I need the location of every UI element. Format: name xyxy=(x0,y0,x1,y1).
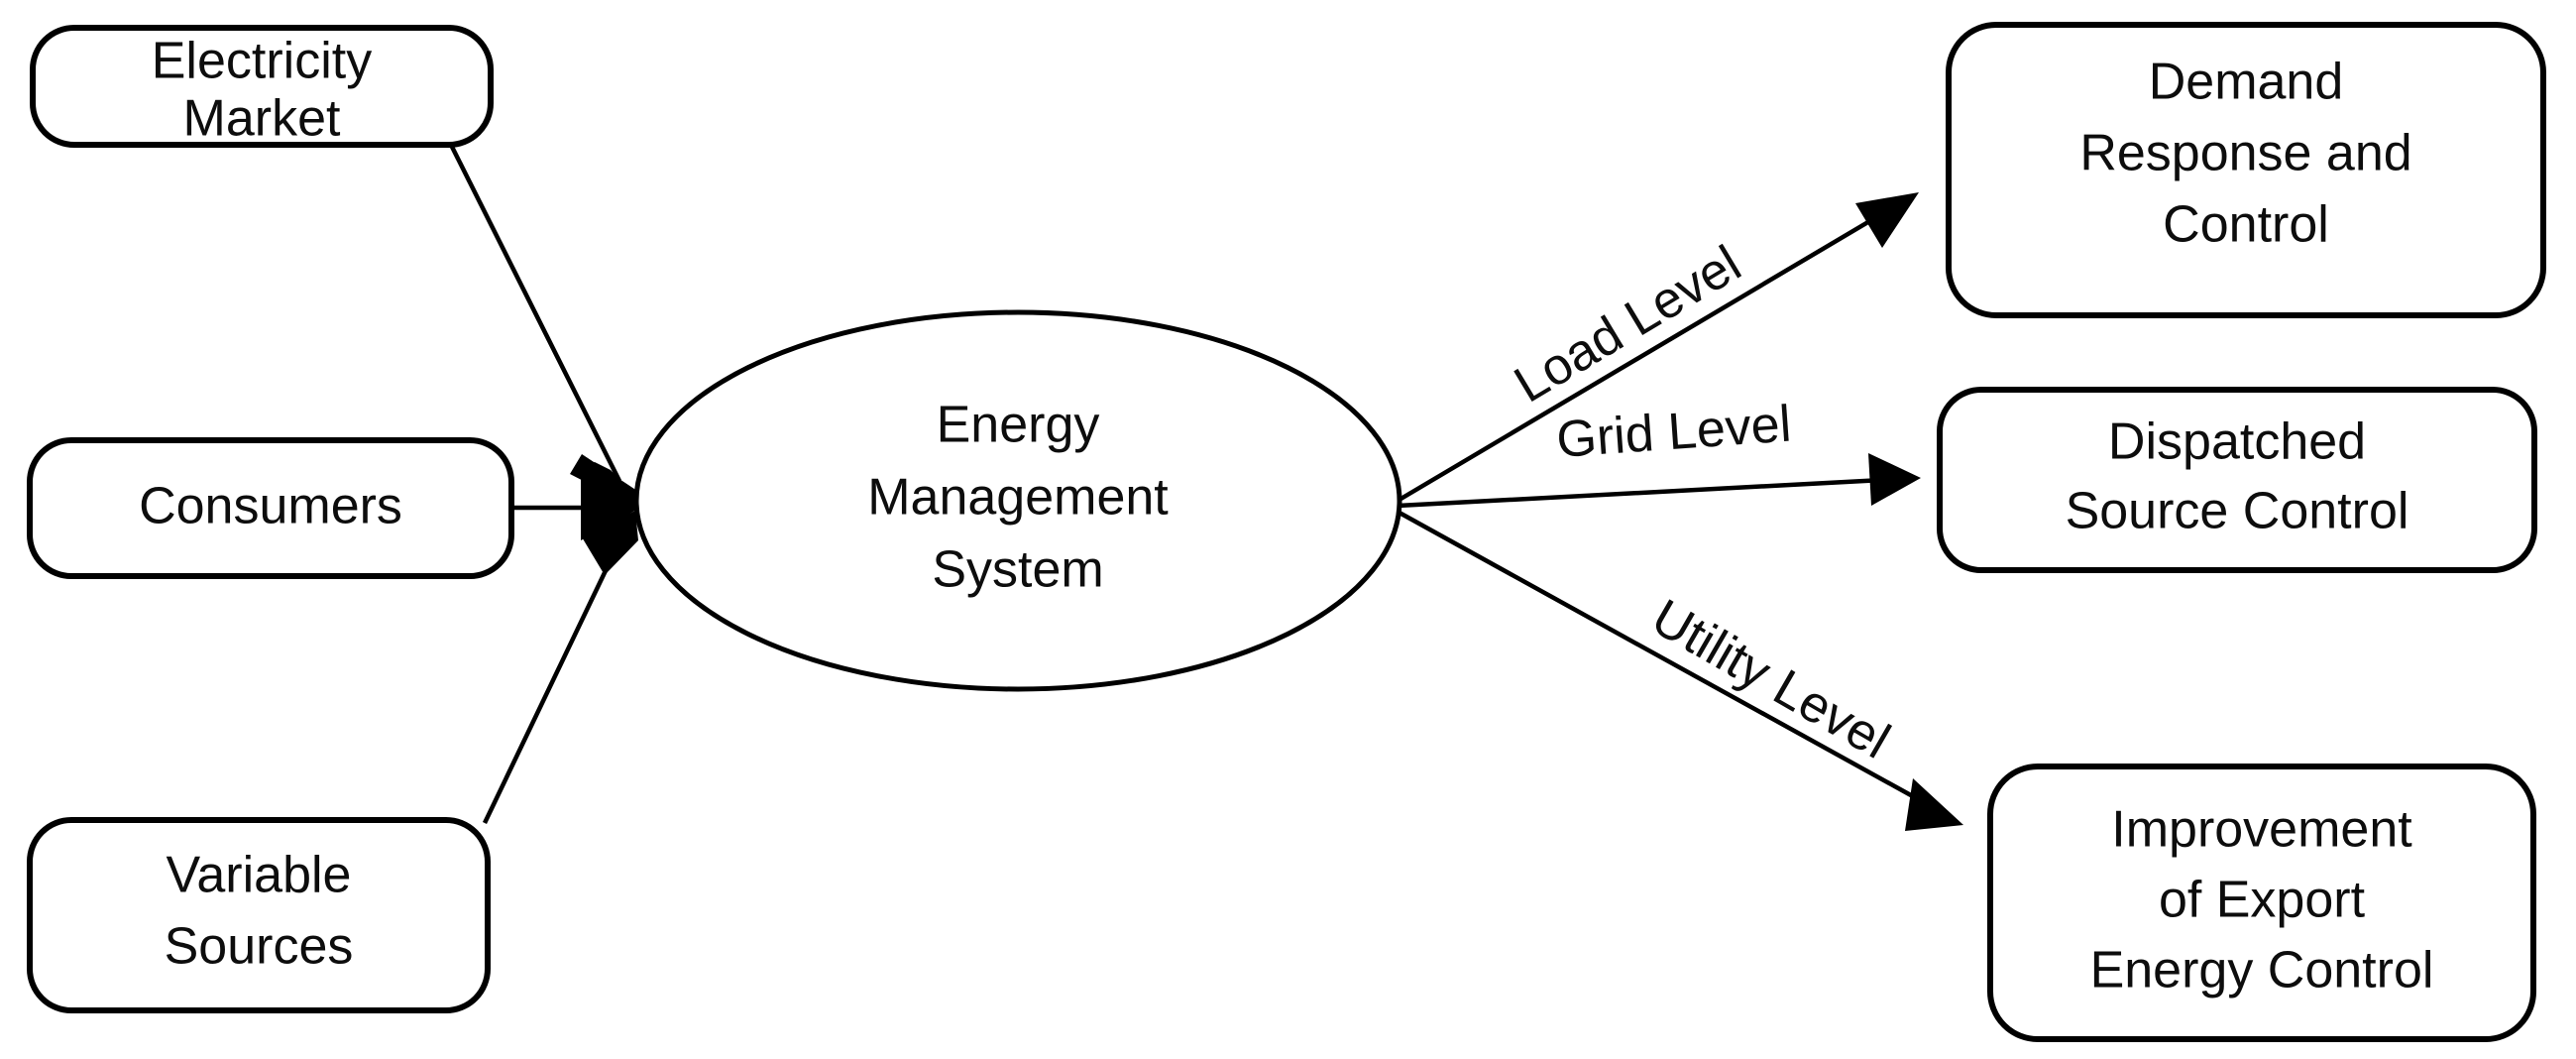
node-label-dispatched-line2: Source Control xyxy=(2066,483,2409,540)
edge-variable-sources-to-ems xyxy=(482,511,638,824)
node-label-improvement-line1: Improvement xyxy=(2111,801,2412,859)
edge-ems-to-dispatched-source xyxy=(1397,453,1921,509)
edge-label-utility-level: Utility Level xyxy=(1642,589,1899,770)
edge-line-grid-level xyxy=(1397,477,1884,509)
node-label-demand-response-line2: Response and xyxy=(2079,125,2411,182)
node-label-electricity-market-line2: Market xyxy=(183,90,341,148)
node-label-demand-response-line1: Demand xyxy=(2149,54,2344,111)
arrow-head-load-level xyxy=(1855,192,1919,248)
node-label-improvement-line3: Energy Control xyxy=(2090,942,2434,1000)
edge-line-utility-level xyxy=(1396,510,1931,807)
arrow-head-consumers xyxy=(581,475,640,540)
node-consumers[interactable]: Consumers xyxy=(27,437,514,579)
edge-ems-to-demand-response xyxy=(1396,192,1919,503)
edge-label-load-level: Load Level xyxy=(1505,235,1750,414)
node-dispatched-source-control[interactable]: Dispatched Source Control xyxy=(1937,387,2537,573)
node-box-variable-sources[interactable] xyxy=(27,817,491,1013)
node-label-ems-line3: System xyxy=(932,541,1103,599)
node-box-consumers[interactable] xyxy=(27,437,514,579)
edge-consumers-to-ems xyxy=(511,475,640,540)
node-box-dispatched-source-control[interactable] xyxy=(1937,387,2537,573)
node-improvement-of-export-energy-control[interactable]: Improvement of Export Energy Control xyxy=(1987,764,2536,1042)
node-ellipse-energy-management-system[interactable] xyxy=(633,309,1402,692)
node-label-demand-response-line3: Control xyxy=(2163,196,2329,254)
edge-line-variable-sources xyxy=(482,534,625,824)
node-label-consumers-line1: Consumers xyxy=(139,478,402,535)
edge-label-grid-level: Grid Level xyxy=(1555,396,1793,469)
edge-electricity-market-to-ems xyxy=(445,137,637,508)
node-box-electricity-market[interactable] xyxy=(30,25,494,148)
node-energy-management-system[interactable]: Energy Management System xyxy=(633,309,1402,692)
node-label-variable-sources-line1: Variable xyxy=(167,847,352,904)
arrow-head-electricity-market-solid xyxy=(570,454,637,508)
arrow-head-variable-sources xyxy=(581,511,638,575)
arrow-head-grid-level xyxy=(1868,453,1921,506)
node-label-improvement-line2: of Export xyxy=(2159,872,2366,929)
node-label-dispatched-line1: Dispatched xyxy=(2108,413,2366,471)
node-variable-sources[interactable]: Variable Sources xyxy=(27,817,491,1013)
edge-line-load-level xyxy=(1396,208,1890,503)
node-label-ems-line1: Energy xyxy=(937,397,1100,454)
node-box-demand-response-and-control[interactable] xyxy=(1946,22,2546,318)
edge-ems-to-improvement-export xyxy=(1396,510,1963,831)
edge-line-electricity-market xyxy=(445,137,622,483)
node-label-electricity-market-line1: Electricity xyxy=(152,33,372,90)
node-box-improvement-of-export-energy-control[interactable] xyxy=(1987,764,2536,1042)
node-demand-response-and-control[interactable]: Demand Response and Control xyxy=(1946,22,2546,318)
node-electricity-market[interactable]: Electricity Market xyxy=(30,25,494,148)
arrow-head-utility-level xyxy=(1905,778,1963,831)
node-label-ems-line2: Management xyxy=(867,469,1169,527)
node-label-variable-sources-line2: Sources xyxy=(165,918,354,976)
